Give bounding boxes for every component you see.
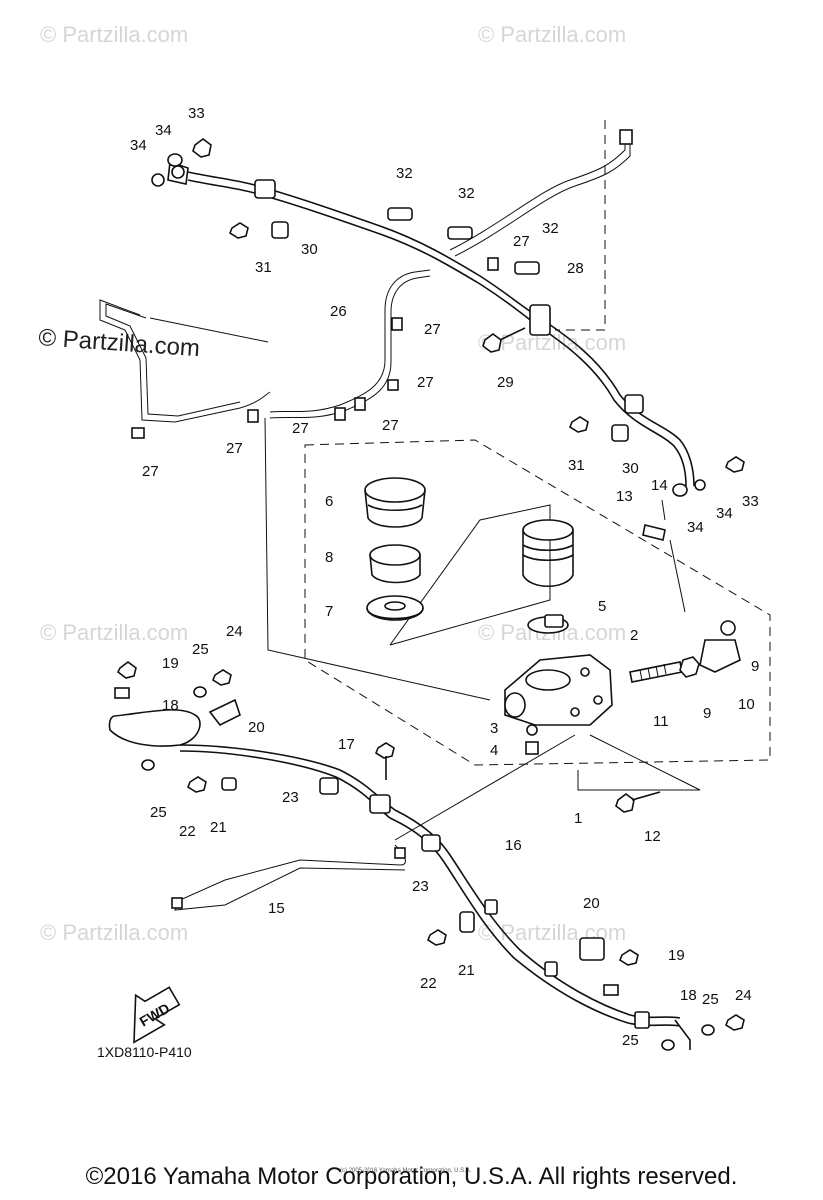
callout: 9	[703, 705, 711, 722]
clevis	[699, 620, 741, 673]
callout: 27	[513, 233, 530, 250]
callout: 14	[651, 477, 668, 494]
thin-line-26	[269, 269, 431, 413]
callout: 19	[668, 947, 685, 964]
callout: 19	[162, 655, 179, 672]
callout: 27	[382, 417, 399, 434]
callout: 27	[226, 440, 243, 457]
watermark-lower-left: © Partzilla.com	[40, 920, 188, 945]
callout: 18	[680, 987, 697, 1004]
callout: 8	[325, 549, 333, 566]
reservoir-cap	[364, 477, 426, 528]
upper-right-tube	[449, 135, 626, 251]
callout: 10	[738, 696, 755, 713]
callout: 30	[622, 460, 639, 477]
callout: 25	[150, 804, 167, 821]
callout: 11	[653, 713, 669, 730]
thin-tube-15	[174, 844, 406, 911]
callout: 22	[179, 823, 196, 840]
callout: 2	[630, 627, 638, 644]
small-parts	[114, 138, 745, 1051]
watermark-left-strong: © Partzilla.com	[38, 324, 201, 362]
callout: 5	[598, 598, 606, 615]
callout: 27	[292, 420, 309, 437]
callout: 31	[568, 457, 585, 474]
callout: 20	[248, 719, 265, 736]
callout: 15	[268, 900, 285, 917]
callout: 22	[420, 975, 437, 992]
callout: 34	[716, 505, 733, 522]
callout: 23	[282, 789, 299, 806]
reservoir-tank	[522, 519, 574, 634]
callout: 24	[735, 987, 752, 1004]
callout: 31	[255, 259, 272, 276]
diaphragm	[366, 595, 424, 621]
callout: 34	[130, 137, 147, 154]
push-rod	[629, 661, 683, 683]
callout: 27	[417, 374, 434, 391]
watermark-mid-left: © Partzilla.com	[40, 620, 188, 645]
master-cylinder-body	[504, 654, 613, 726]
upper-brake-line	[167, 160, 695, 487]
callout: 30	[301, 241, 318, 258]
callout: 25	[702, 991, 719, 1008]
callout: 32	[542, 220, 559, 237]
callout: 25	[622, 1032, 639, 1049]
callout: 4	[490, 742, 498, 759]
diaphragm-plate	[369, 544, 421, 584]
bolt-12	[615, 791, 661, 813]
callout: 7	[325, 603, 333, 620]
callout: 29	[497, 374, 514, 391]
cotter-pin	[661, 499, 666, 521]
callout-labels: 33 34 34 32 32 32 27 28 30 31 26 27 27 2…	[130, 105, 759, 1049]
callout: 1	[574, 810, 582, 827]
callout: 27	[142, 463, 159, 480]
callout: 28	[567, 260, 584, 277]
small-print: (c) 2005-2016 Yamaha Motor Corporation, …	[340, 1168, 472, 1174]
callout: 21	[210, 819, 227, 836]
callout: 27	[424, 321, 441, 338]
callout: 34	[155, 122, 172, 139]
callout: 23	[412, 878, 429, 895]
callout: 32	[396, 165, 413, 182]
watermark-right-mid: © Partzilla.com	[478, 330, 626, 355]
watermark-top-right: © Partzilla.com	[478, 22, 626, 47]
callout: 18	[162, 697, 179, 714]
callout: 20	[583, 895, 600, 912]
callout: 12	[644, 828, 661, 845]
copyright-notice: ©2016 Yamaha Motor Corporation, U.S.A. A…	[85, 1163, 738, 1190]
callout: 32	[458, 185, 475, 202]
callout: 33	[188, 105, 205, 122]
callout: 17	[338, 736, 355, 753]
callout: 33	[742, 493, 759, 510]
callout: 25	[192, 641, 209, 658]
clevis-pin	[642, 524, 666, 541]
assembly-boundary	[304, 439, 771, 766]
watermark-top-left: © Partzilla.com	[40, 22, 188, 47]
callout: 16	[505, 837, 522, 854]
bleed-cap	[525, 741, 539, 755]
callout: 6	[325, 493, 333, 510]
left-hard-line	[99, 299, 271, 423]
reference-code: 1XD8110-P410	[97, 1044, 192, 1060]
callout: 13	[616, 488, 633, 505]
callout: 24	[226, 623, 243, 640]
fwd-arrow: FWD	[133, 986, 181, 1044]
callout: 21	[458, 962, 475, 979]
nut-9	[679, 656, 700, 678]
callout: 9	[751, 658, 759, 675]
callout: 26	[330, 303, 347, 320]
bleed-screw	[526, 724, 538, 736]
callout: 3	[490, 720, 498, 737]
callout: 34	[687, 519, 704, 536]
lower-brake-line	[108, 709, 691, 1050]
